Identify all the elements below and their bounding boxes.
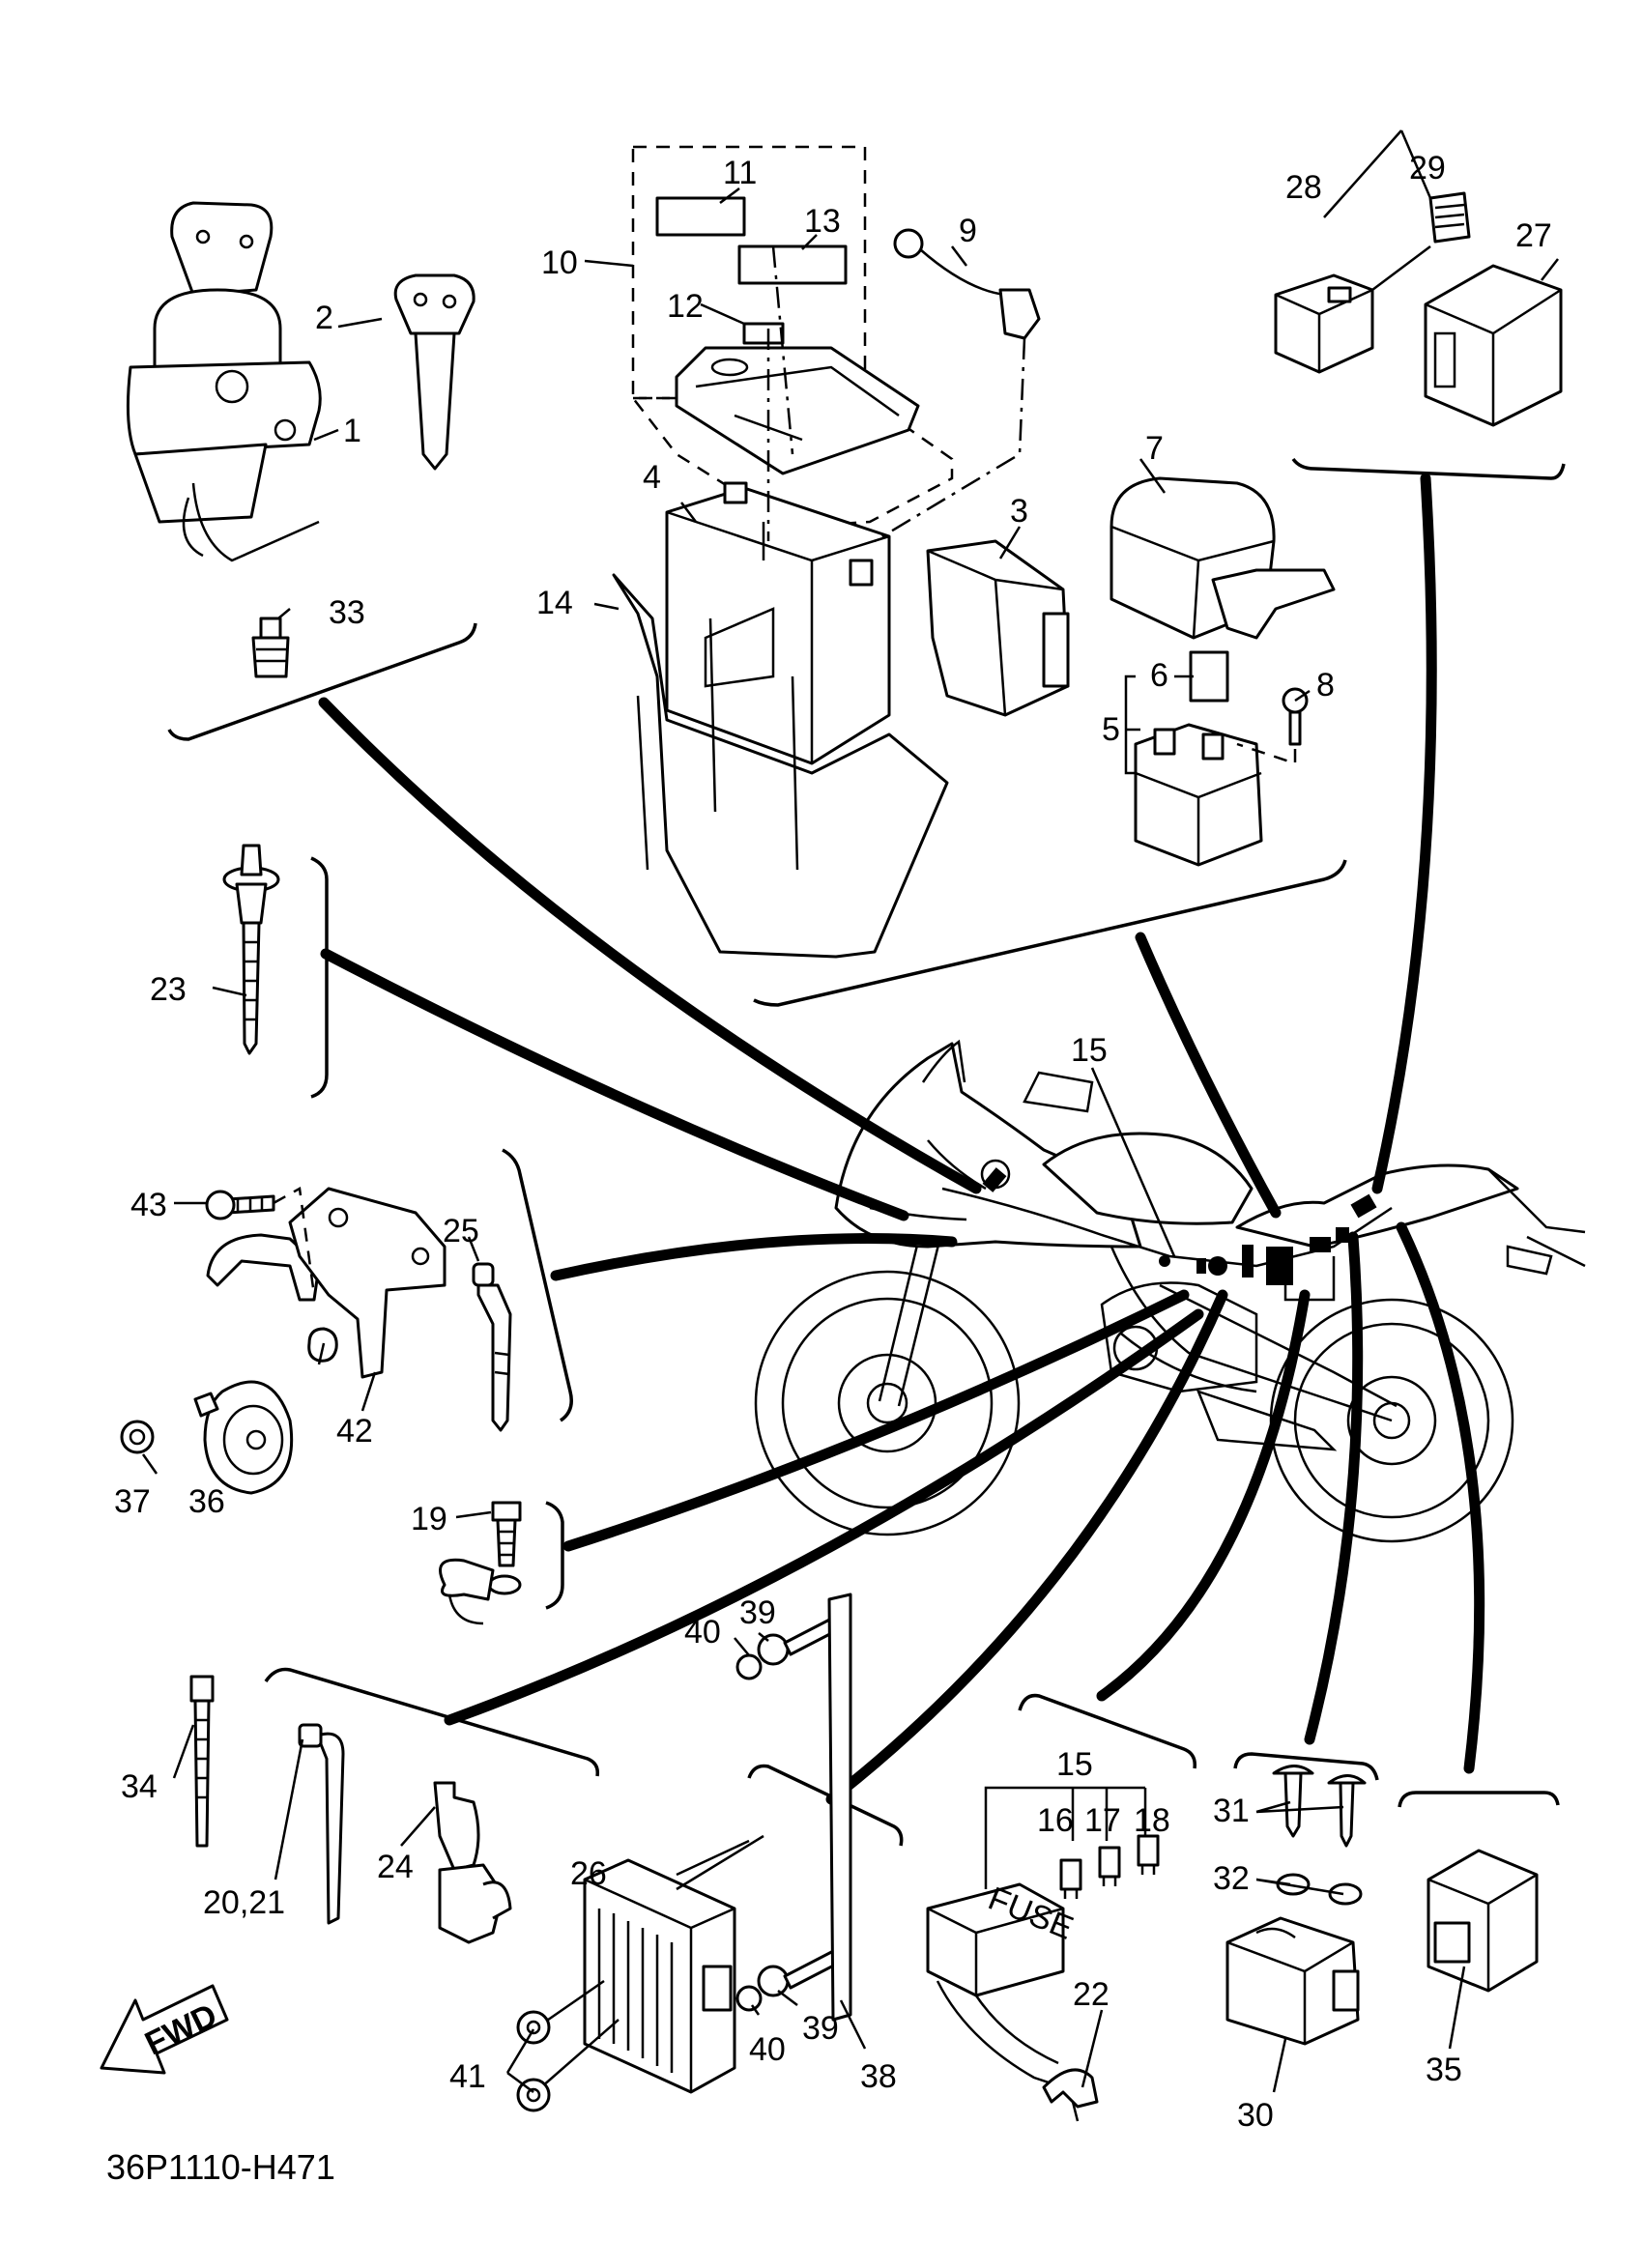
clamp-22 <box>1042 2068 1099 2122</box>
key <box>393 273 476 471</box>
fuse-6 <box>1189 650 1229 703</box>
bolt-43 <box>205 1187 316 1296</box>
label-40b: 40 <box>749 2031 786 2068</box>
ecu-27 <box>1424 264 1563 427</box>
coupler-30 <box>1225 1916 1360 2046</box>
label-24: 24 <box>377 1849 414 1885</box>
label-27: 27 <box>1515 217 1552 254</box>
label-22: 22 <box>1073 1976 1110 2013</box>
fuses-16-17-18 <box>1059 1834 1160 1899</box>
label-15b: 15 <box>1056 1746 1093 1783</box>
label-16: 16 <box>1037 1802 1074 1839</box>
fwd-arrow: FWD <box>100 1984 229 2075</box>
label-15: 15 <box>1071 1032 1108 1069</box>
rectifier-26 <box>540 1858 736 2094</box>
label-8: 8 <box>1316 667 1335 703</box>
coupler-28 <box>1274 273 1374 374</box>
label-35: 35 <box>1426 2052 1462 2088</box>
drawing-code: 36P1110-H471 <box>106 2147 335 2187</box>
label-2: 2 <box>315 300 333 336</box>
battery-band <box>612 573 949 959</box>
collars-39-40 <box>735 1633 790 2012</box>
label-32: 32 <box>1213 1860 1250 1897</box>
label-20-21: 20,21 <box>203 1884 285 1921</box>
label-12: 12 <box>667 288 704 325</box>
label-3: 3 <box>1010 493 1028 530</box>
horn-36 <box>193 1380 294 1495</box>
holder-24 <box>433 1781 512 1944</box>
label-4: 4 <box>643 459 661 496</box>
bolts-38 <box>783 1593 852 2022</box>
label-40a: 40 <box>684 1614 721 1651</box>
label-42: 42 <box>336 1413 373 1450</box>
fuse-box-15: FUSE <box>926 1786 1147 2099</box>
part-number-labels: 1 2 3 4 5 6 7 8 9 10 11 12 13 14 15 15 1… <box>114 150 1552 2134</box>
label-33: 33 <box>329 594 365 631</box>
label-9: 9 <box>959 213 977 249</box>
motorcycle-illustration <box>754 1039 1586 1543</box>
washers-32 <box>1276 1873 1363 1906</box>
label-39a: 39 <box>739 1594 776 1631</box>
flasher-35 <box>1427 1849 1539 1993</box>
label-23: 23 <box>150 971 187 1008</box>
main-switch-assembly <box>126 201 322 678</box>
label-28: 28 <box>1285 169 1322 206</box>
label-26: 26 <box>570 1855 607 1892</box>
battery-lead <box>874 228 1041 543</box>
label-1: 1 <box>343 413 361 449</box>
label-29: 29 <box>1409 150 1446 187</box>
label-34: 34 <box>121 1768 158 1805</box>
group-leader-lines <box>318 473 1485 1805</box>
label-37: 37 <box>114 1483 151 1520</box>
band-34 <box>189 1675 215 1848</box>
label-11: 11 <box>723 155 757 191</box>
label-13: 13 <box>804 203 841 240</box>
label-19: 19 <box>411 1501 447 1537</box>
nuts-41 <box>516 2010 551 2112</box>
label-43: 43 <box>130 1187 167 1223</box>
label-14: 14 <box>536 585 573 621</box>
starter-relay-5 <box>1134 723 1263 867</box>
label-10: 10 <box>541 244 578 281</box>
label-30: 30 <box>1237 2097 1274 2134</box>
bolt-8 <box>1236 687 1309 765</box>
horn-bracket-42 <box>206 1187 447 1379</box>
battery-cover-parts <box>655 196 920 475</box>
label-17: 17 <box>1084 1802 1121 1839</box>
label-38: 38 <box>860 2058 897 2095</box>
label-36: 36 <box>188 1483 225 1520</box>
battery-parts-outline <box>631 145 867 400</box>
label-41: 41 <box>449 2058 486 2095</box>
relay-7 <box>1110 476 1336 640</box>
label-39b: 39 <box>802 2010 839 2047</box>
label-25: 25 <box>443 1213 479 1249</box>
label-7: 7 <box>1145 430 1164 467</box>
nut-37 <box>120 1420 155 1454</box>
battery-cover-outline <box>630 396 954 529</box>
clamp-25 <box>472 1262 512 1432</box>
label-5: 5 <box>1102 711 1120 748</box>
centerline-13 <box>771 245 794 455</box>
screws-31 <box>1272 1765 1367 1848</box>
label-31: 31 <box>1213 1793 1250 1829</box>
battery <box>665 481 891 765</box>
label-6: 6 <box>1150 657 1168 694</box>
band-23 <box>222 844 280 1055</box>
label-18: 18 <box>1134 1802 1170 1839</box>
label-leader-lines <box>141 187 1559 2094</box>
bolt-19 <box>439 1501 522 1625</box>
relay-3 <box>926 539 1070 717</box>
connector-29 <box>1428 191 1471 244</box>
band-20-21 <box>298 1723 345 1925</box>
